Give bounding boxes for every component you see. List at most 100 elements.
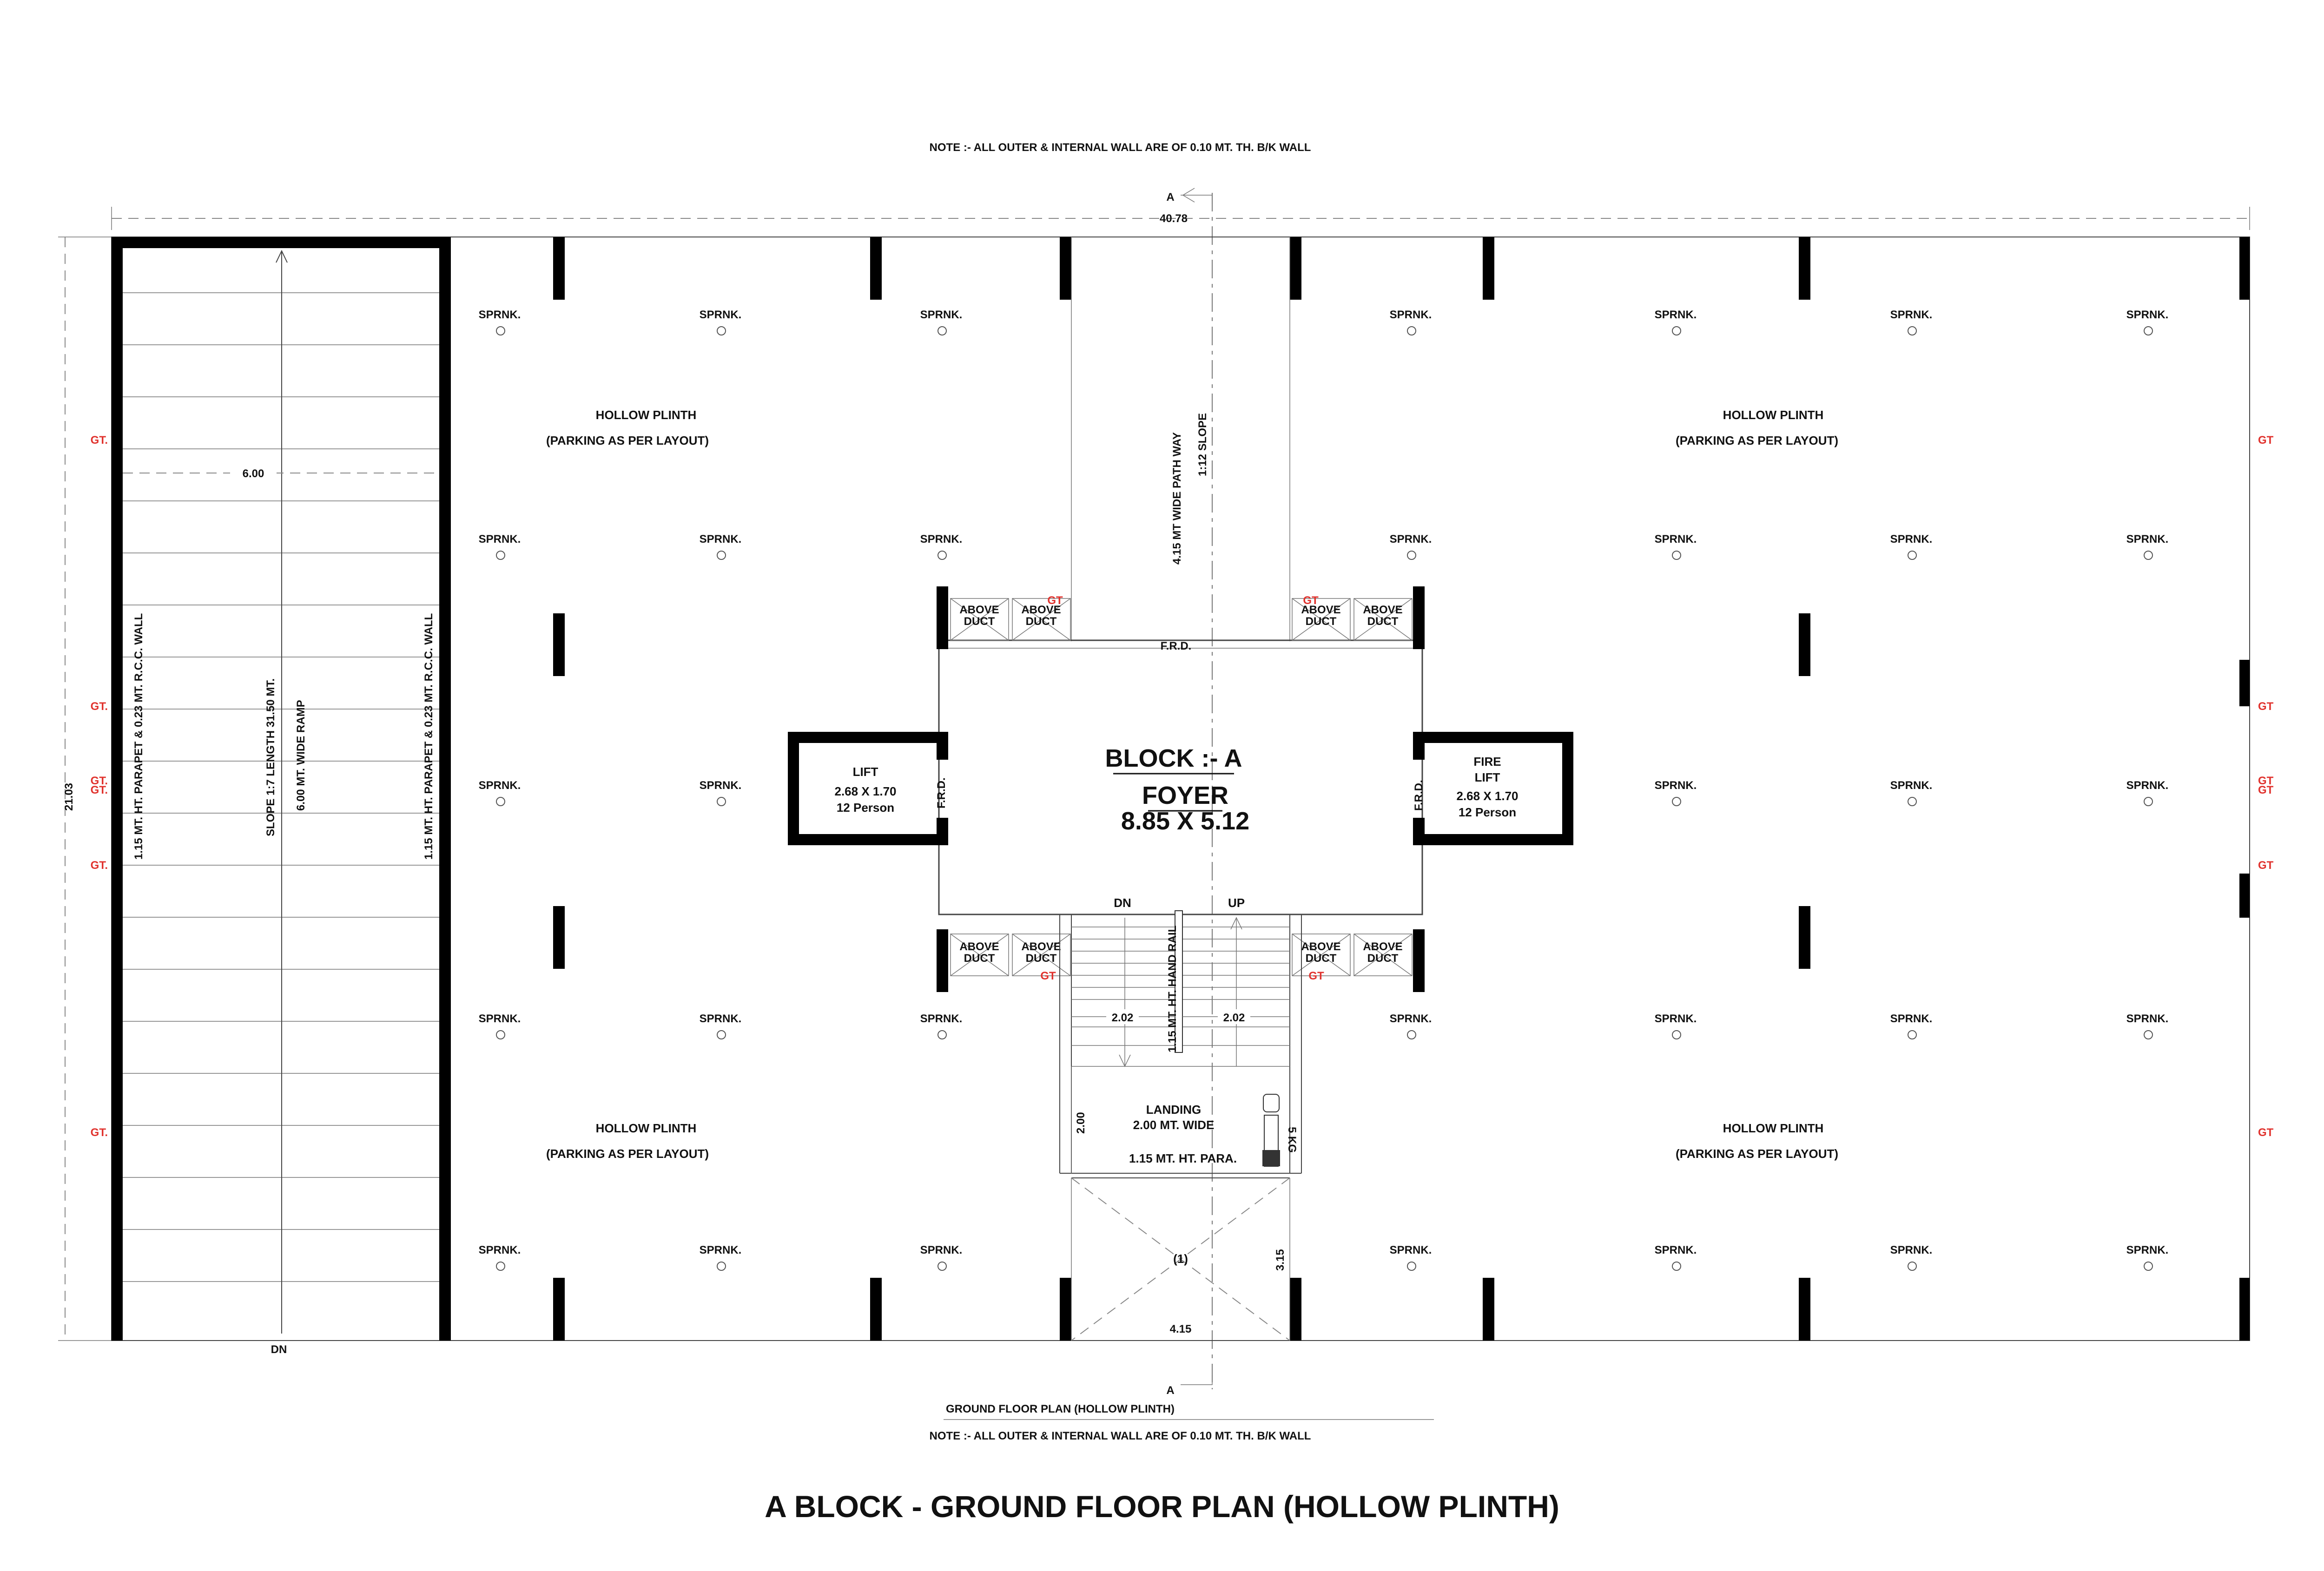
columns xyxy=(553,237,2250,1341)
sprinkler-icon xyxy=(2144,797,2153,806)
ducts: ABOVE DUCT ABOVE DUCT ABOVE DUCT ABOVE D… xyxy=(937,586,1425,992)
stair-right-width: 2.02 xyxy=(1223,1012,1245,1024)
gate-label: GT xyxy=(2258,859,2274,872)
staircase: DN UP 2.02 2.02 1.15 MT. HT. HAND RAIL L… xyxy=(1059,896,1302,1174)
duct-label-top: ABOVE xyxy=(1021,940,1061,953)
sprinkler-label: SPRNK. xyxy=(1390,309,1432,321)
landing-label: LANDING xyxy=(1146,1103,1201,1117)
sprinkler-icon xyxy=(2144,551,2153,560)
duct-label-bottom: DUCT xyxy=(964,952,995,965)
landing-depth-label: 2.00 xyxy=(1075,1112,1087,1134)
sprinkler-icon xyxy=(938,326,947,335)
pathway: 4.15 MT WIDE PATH WAY 1:12 SLOPE xyxy=(1071,237,1290,641)
stair-up-label: UP xyxy=(1228,896,1245,910)
sprinkler-label: SPRNK. xyxy=(1390,1012,1432,1025)
parking-subtitle: (PARKING AS PER LAYOUT) xyxy=(546,1147,709,1161)
duct-label-bottom: DUCT xyxy=(1026,952,1057,965)
fire-lift-line2: LIFT xyxy=(1475,770,1500,784)
sprinkler-icon xyxy=(1672,326,1681,335)
sprinkler-label: SPRNK. xyxy=(700,779,742,792)
note-bottom: NOTE :- ALL OUTER & INTERNAL WALL ARE OF… xyxy=(930,1430,1311,1442)
fire-lift-capacity: 12 Person xyxy=(1459,805,1516,819)
duct-label-top: ABOVE xyxy=(1363,604,1402,616)
duct-bottom-right-2: ABOVE DUCT xyxy=(1353,933,1413,976)
sprinkler-icon xyxy=(1672,1030,1681,1039)
sprinkler-icon xyxy=(1908,326,1917,335)
lift-name: LIFT xyxy=(853,765,878,779)
ramp-parapet-left-label: 1.15 MT. HT. PARAPET & 0.23 MT. R.C.C. W… xyxy=(132,613,145,860)
sprinkler-icon xyxy=(496,1262,505,1271)
ramp-slope-label: SLOPE 1:7 LENGTH 31.50 MT. xyxy=(264,678,277,836)
fire-lift-size: 2.68 X 1.70 xyxy=(1457,789,1519,803)
gate-label: GT xyxy=(2258,700,2274,713)
sprinkler-label: SPRNK. xyxy=(479,533,521,546)
entry-mark: (1) xyxy=(1173,1252,1188,1266)
sprinkler-icon xyxy=(1407,1262,1416,1271)
sprinkler-icon xyxy=(1407,1030,1416,1039)
lift-capacity: 12 Person xyxy=(837,801,894,815)
plan-caption: GROUND FLOOR PLAN (HOLLOW PLINTH) xyxy=(946,1403,1175,1415)
gate-label: GT xyxy=(2258,1126,2274,1139)
parking-labels: HOLLOW PLINTH (PARKING AS PER LAYOUT) HO… xyxy=(546,408,1838,1161)
drawing-title: A BLOCK - GROUND FLOOR PLAN (HOLLOW PLIN… xyxy=(765,1489,1559,1524)
duct-label-bottom: DUCT xyxy=(964,615,995,628)
foyer-frd-label: F.R.D. xyxy=(1161,640,1192,652)
landing-width-label: 2.00 MT. WIDE xyxy=(1133,1118,1215,1132)
gate-label: GT xyxy=(1047,594,1063,607)
sprinkler-icon xyxy=(938,551,947,560)
sprinkler-icon xyxy=(1908,1030,1917,1039)
gate-label: GT xyxy=(2258,434,2274,447)
stair-parapet-label: 1.15 MT. HT. PARA. xyxy=(1129,1151,1237,1165)
duct-label-top: ABOVE xyxy=(1301,940,1340,953)
fire-lift-line1: FIRE xyxy=(1473,755,1501,769)
ramp-width-label: 6.00 xyxy=(243,467,264,480)
sprinkler-label: SPRNK. xyxy=(2126,533,2169,546)
sprinklers: SPRNK. SPRNK. SPRNK. SPRNK. SPRNK. SPRNK. SPRN… xyxy=(479,309,2169,1271)
sprinkler-label: SPRNK. xyxy=(700,1012,742,1025)
duct-label-bottom: DUCT xyxy=(1026,615,1057,628)
sprinkler-icon xyxy=(717,1262,726,1271)
overall-depth-label: 21.03 xyxy=(63,783,75,811)
pathway-slope-label: 1:12 SLOPE xyxy=(1196,413,1209,476)
extinguisher-label: 5 KG xyxy=(1286,1127,1298,1153)
duct-label-bottom: DUCT xyxy=(1306,952,1337,965)
duct-label-top: ABOVE xyxy=(1301,604,1340,616)
gate-label: GT xyxy=(1308,970,1324,982)
sprinkler-label: SPRNK. xyxy=(2126,1012,2169,1025)
sprinkler-label: SPRNK. xyxy=(1655,779,1697,792)
sprinkler-icon xyxy=(496,797,505,806)
duct-label-bottom: DUCT xyxy=(1367,615,1399,628)
sprinkler-label: SPRNK. xyxy=(479,1012,521,1025)
sprinkler-icon xyxy=(496,1030,505,1039)
sprinkler-icon xyxy=(1407,326,1416,335)
section-marker-bottom: A xyxy=(1166,1384,1174,1397)
overall-width-dimension: 40.78 xyxy=(111,207,2250,230)
sprinkler-label: SPRNK. xyxy=(700,533,742,546)
parking-subtitle: (PARKING AS PER LAYOUT) xyxy=(1676,434,1838,447)
pathway-label: 4.15 MT WIDE PATH WAY xyxy=(1171,432,1183,565)
sprinkler-label: SPRNK. xyxy=(1655,1012,1697,1025)
sprinkler-label: SPRNK. xyxy=(479,309,521,321)
duct-label-bottom: DUCT xyxy=(1306,615,1337,628)
sprinkler-label: SPRNK. xyxy=(920,309,963,321)
sprinkler-label: SPRNK. xyxy=(1390,533,1432,546)
lift-size: 2.68 X 1.70 xyxy=(835,784,897,798)
sprinkler-icon xyxy=(717,797,726,806)
sprinkler-label: SPRNK. xyxy=(700,1244,742,1256)
sprinkler-icon xyxy=(1672,551,1681,560)
fire-extinguisher-icon xyxy=(1262,1094,1280,1167)
gate-label: GT xyxy=(2258,775,2274,787)
sprinkler-label: SPRNK. xyxy=(920,1012,963,1025)
gate-label: GT xyxy=(1303,594,1319,607)
sprinkler-label: SPRNK. xyxy=(2126,309,2169,321)
duct-label-top: ABOVE xyxy=(1363,940,1402,953)
sprinkler-label: SPRNK. xyxy=(1890,779,1933,792)
overall-width-label: 40.78 xyxy=(1160,212,1188,225)
duct-top-left-2: ABOVE DUCT xyxy=(1012,598,1071,641)
parking-title: HOLLOW PLINTH xyxy=(1723,1121,1824,1135)
foyer-name-label: FOYER xyxy=(1142,782,1228,809)
sprinkler-icon xyxy=(938,1262,947,1271)
duct-top-left-1: ABOVE DUCT xyxy=(950,598,1009,641)
